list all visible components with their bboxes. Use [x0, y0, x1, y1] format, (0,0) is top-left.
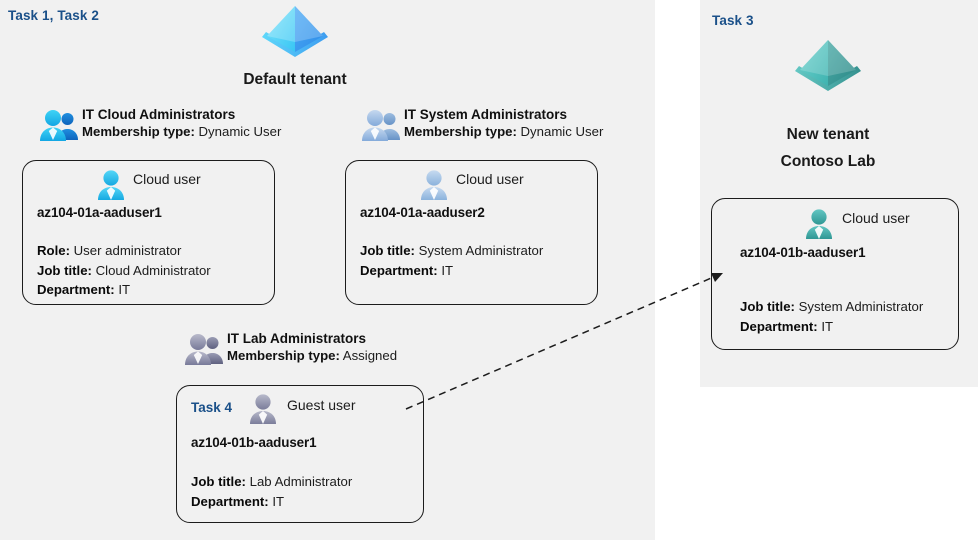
group-header-it-system-administrators: IT System Administrators Membership type… — [360, 106, 603, 141]
group-title: IT Lab Administrators — [227, 331, 367, 346]
user-attribute-row: Department: IT — [191, 492, 352, 512]
group-membership-type: Membership type: Dynamic User — [404, 123, 603, 141]
membership-label: Membership type: — [227, 348, 340, 363]
group-header-it-lab-administrators: IT Lab Administrators Membership type: A… — [183, 330, 397, 365]
user-attribute-row: Department: IT — [360, 261, 543, 281]
user-name: az104-01b-aaduser1 — [740, 245, 866, 260]
group-membership-type: Membership type: Dynamic User — [82, 123, 281, 141]
group-users-icon — [40, 110, 78, 141]
membership-value: Dynamic User — [520, 124, 604, 139]
user-attribute-row: Job title: Lab Administrator — [191, 472, 352, 492]
attribute-label: Job title: — [191, 474, 246, 489]
attribute-value: User administrator — [73, 243, 182, 258]
user-card-az104-01b-aaduser1-cloud[interactable]: Cloud user az104-01b-aaduser1 Job title:… — [711, 198, 959, 350]
group-users-icon — [362, 110, 400, 141]
attribute-value: IT — [821, 318, 834, 334]
user-type-label: Guest user — [287, 397, 356, 413]
user-type-label: Cloud user — [133, 171, 201, 187]
user-name: az104-01b-aaduser1 — [191, 435, 317, 450]
attribute-label: Role: — [37, 243, 70, 258]
group-membership-type: Membership type: Assigned — [227, 347, 397, 365]
new-tenant-name-line2: Contoso Lab — [780, 153, 876, 170]
group-title: IT Cloud Administrators — [82, 107, 236, 122]
attribute-label: Department: — [191, 493, 269, 509]
task-label-3: Task 3 — [712, 13, 754, 28]
user-card-az104-01a-aaduser2[interactable]: Cloud user az104-01a-aaduser2 Job title:… — [345, 160, 598, 305]
membership-label: Membership type: — [404, 124, 517, 139]
attribute-label: Department: — [740, 318, 818, 334]
membership-value: Assigned — [342, 348, 398, 363]
user-attribute-row: Job title: System Administrator — [360, 241, 543, 261]
attribute-value: IT — [118, 282, 131, 297]
user-type-label: Cloud user — [456, 171, 524, 187]
user-attribute-row: Job title: Cloud Administrator — [37, 261, 211, 281]
attribute-label: Department: — [37, 282, 115, 297]
group-title: IT System Administrators — [404, 107, 568, 122]
guest-user-icon — [250, 394, 276, 424]
user-name: az104-01a-aaduser2 — [360, 205, 485, 220]
attribute-value: System Administrator — [798, 299, 924, 314]
cloud-user-icon — [806, 209, 832, 239]
group-header-it-cloud-administrators: IT Cloud Administrators Membership type:… — [38, 106, 281, 141]
attribute-label: Job title: — [360, 243, 415, 258]
cloud-user-icon — [98, 170, 124, 200]
attribute-value: System Administrator — [418, 243, 544, 258]
user-type-label: Cloud user — [842, 210, 910, 226]
attribute-value: IT — [441, 262, 454, 278]
user-attribute-row: Job title: System Administrator — [740, 297, 923, 317]
attribute-label: Job title: — [37, 262, 92, 278]
attribute-value: Cloud Administrator — [95, 262, 211, 278]
new-tenant-name-line1: New tenant — [786, 126, 870, 143]
user-name: az104-01a-aaduser1 — [37, 205, 162, 220]
group-users-icon — [185, 334, 223, 365]
user-card-az104-01a-aaduser1[interactable]: Cloud user az104-01a-aaduser1 Role: User… — [22, 160, 275, 305]
user-card-az104-01b-aaduser1-guest[interactable]: Task 4 Guest user az104-01b-aaduser1 Job… — [176, 385, 424, 523]
default-tenant-name: Default tenant — [243, 71, 347, 88]
azure-ad-tenant-icon — [262, 6, 328, 57]
task-label-4: Task 4 — [191, 400, 233, 415]
membership-value: Dynamic User — [198, 124, 282, 139]
user-attribute-row: Role: User administrator — [37, 241, 211, 261]
attribute-value: IT — [272, 493, 285, 509]
azure-ad-tenant-icon — [795, 40, 861, 91]
attribute-label: Department: — [360, 262, 438, 278]
attribute-value: Lab Administrator — [249, 474, 353, 489]
task-label-1-2: Task 1, Task 2 — [8, 8, 99, 23]
cloud-user-icon — [421, 170, 447, 200]
membership-label: Membership type: — [82, 124, 195, 139]
user-attribute-row: Department: IT — [37, 280, 211, 300]
attribute-label: Job title: — [740, 299, 795, 314]
user-attribute-row: Department: IT — [740, 317, 923, 337]
